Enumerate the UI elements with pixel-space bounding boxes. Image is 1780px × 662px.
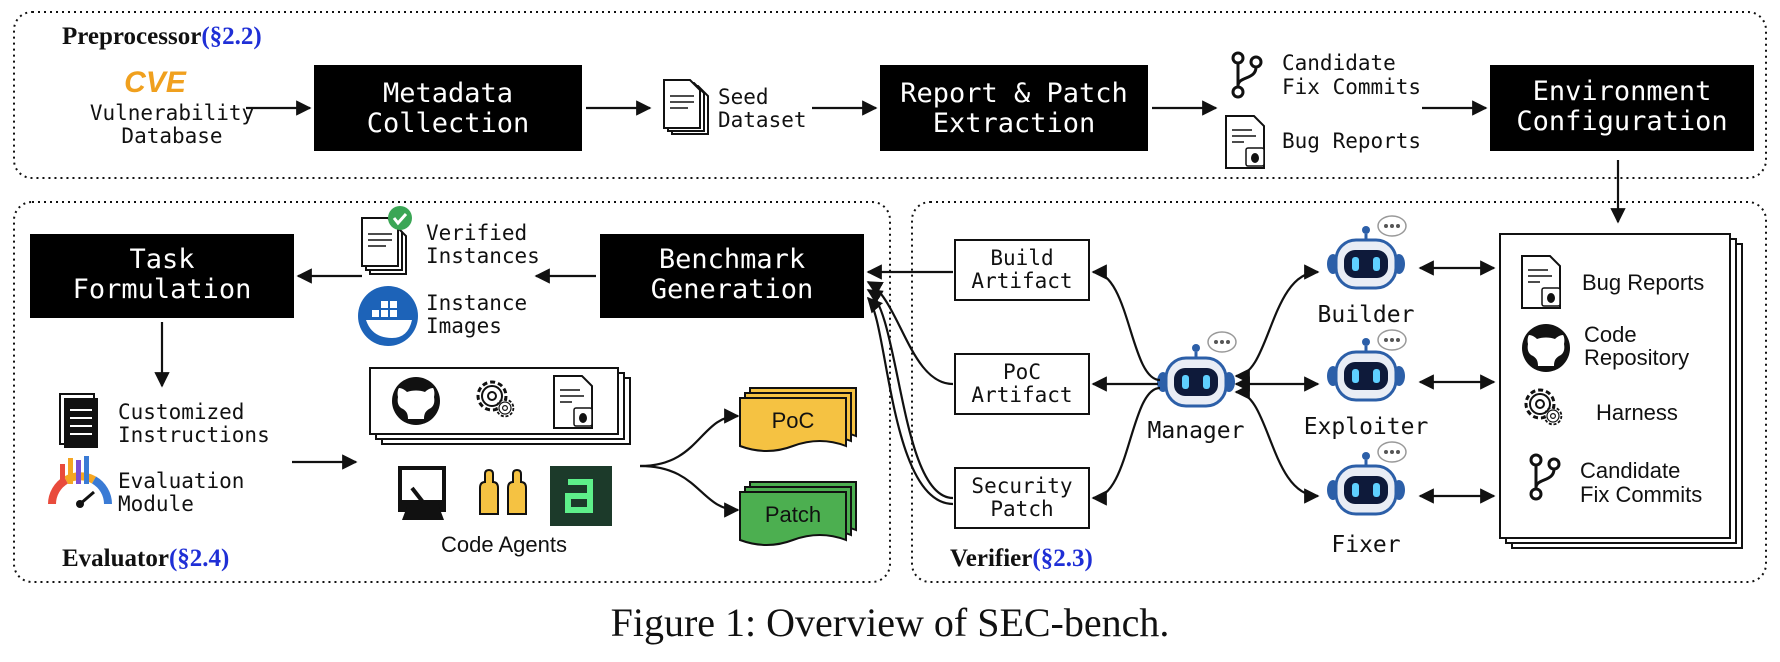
custom-label-2: Instructions [118,423,270,447]
agent-hands-icon [479,468,527,515]
preprocessor-title: Preprocessor(§2.2) [62,23,262,50]
arrow-to-patch [639,464,740,518]
res-bug-reports-label: Bug Reports [1582,270,1704,295]
github-icon [392,377,440,425]
verified-label-1: Verified [426,221,527,245]
code-agents-label: Code Agents [441,532,567,557]
figure-caption: Figure 1: Overview of SEC-bench. [611,600,1170,645]
exploiter-label: Exploiter [1304,414,1429,440]
seed-label-1: Seed [718,85,769,109]
bug-report-icon [1521,255,1561,309]
github-icon [1522,324,1570,372]
res-candidate-label-1: Candidate [1580,458,1680,483]
poc-artifact-label-1: PoC [1003,360,1041,384]
arrow-manager-to-sec [1091,386,1161,506]
resources-stack [369,367,631,445]
agent-terminal-icon [398,466,446,520]
arrow-sec-to-bench [866,289,954,500]
candidate-label-1: Candidate [1282,51,1396,75]
build-label-1: Build [990,246,1053,270]
task-formulation-block [30,234,294,318]
preprocessor-section [13,11,1767,179]
res-candidate-label-2: Fix Commits [1580,482,1702,507]
seed-dataset-icon [663,79,709,135]
metadata-collection-block [314,65,582,151]
verified-instances-icon [361,206,412,275]
sec-label-1: Security [971,474,1072,498]
instructions-icon [59,393,98,448]
arrow-manager-builder [1234,264,1320,384]
bug-report-icon [553,375,593,429]
res-code-label-1: Code [1584,322,1637,347]
arrow-poc-to-bench [866,281,954,386]
evaluator-title: Evaluator(§2.4) [62,545,229,572]
build-artifact-box [954,239,1090,301]
res-code-label-2: Repository [1584,345,1689,370]
task-label-1: Task [129,244,194,275]
agent-terminal-green-icon [550,466,612,526]
sec-label-2: Patch [990,497,1053,521]
evaluator-section [13,201,891,583]
bench-label-2: Generation [651,274,814,305]
verified-label-2: Instances [426,244,540,268]
report-label-1: Report & Patch [900,78,1128,109]
arrow-sec-to-bench-2 [866,296,954,506]
poc-artifact-label-2: Artifact [971,383,1072,407]
patch-output [739,481,857,546]
bug-report-icon [1225,115,1265,169]
bench-label-1: Benchmark [659,244,805,275]
res-harness-label: Harness [1596,400,1678,425]
poc-output [739,387,857,452]
build-label-2: Artifact [971,269,1072,293]
arrow-manager-fixer [1234,384,1320,504]
metadata-label-2: Collection [367,108,530,139]
eval-label-2: Module [118,492,194,516]
custom-label-1: Customized [118,400,244,424]
eval-label-1: Evaluation [118,469,244,493]
manager-label: Manager [1148,418,1245,444]
docker-icon [358,286,418,346]
bug-reports-label: Bug Reports [1282,129,1421,153]
vuln-db-label-2: Database [121,124,222,148]
task-label-2: Formulation [73,274,252,305]
exploiter-bubble-icon [1377,329,1407,351]
fixer-bubble-icon [1377,441,1407,463]
images-label-2: Images [426,314,502,338]
report-patch-extraction-block [880,65,1148,151]
manager-robot-icon [1155,342,1237,408]
verifier-title: Verifier(§2.3) [950,545,1093,572]
branch-icon [1231,51,1263,99]
report-label-2: Extraction [933,108,1096,139]
security-patch-box [954,467,1090,529]
benchmark-generation-block [600,234,864,318]
builder-bubble-icon [1377,215,1407,237]
arrow-manager-to-build [1091,264,1161,382]
seed-label-2: Dataset [718,108,807,132]
manager-bubble-icon [1207,331,1237,353]
env-label-1: Environment [1533,76,1712,107]
patch-label: Patch [765,502,821,527]
evaluation-module-icon [48,456,112,508]
images-label-1: Instance [426,291,527,315]
candidate-label-2: Fix Commits [1282,75,1421,99]
env-label-2: Configuration [1516,106,1727,137]
cve-logo: CVE [124,66,187,99]
metadata-label-1: Metadata [383,78,513,109]
verifier-section [911,201,1767,583]
fixer-label: Fixer [1331,532,1400,558]
arrow-to-poc [639,408,740,468]
poc-label: PoC [772,408,815,433]
vuln-db-label-1: Vulnerability [90,101,254,125]
builder-label: Builder [1318,302,1415,328]
environment-configuration-block [1490,65,1754,151]
poc-artifact-box [954,353,1090,415]
